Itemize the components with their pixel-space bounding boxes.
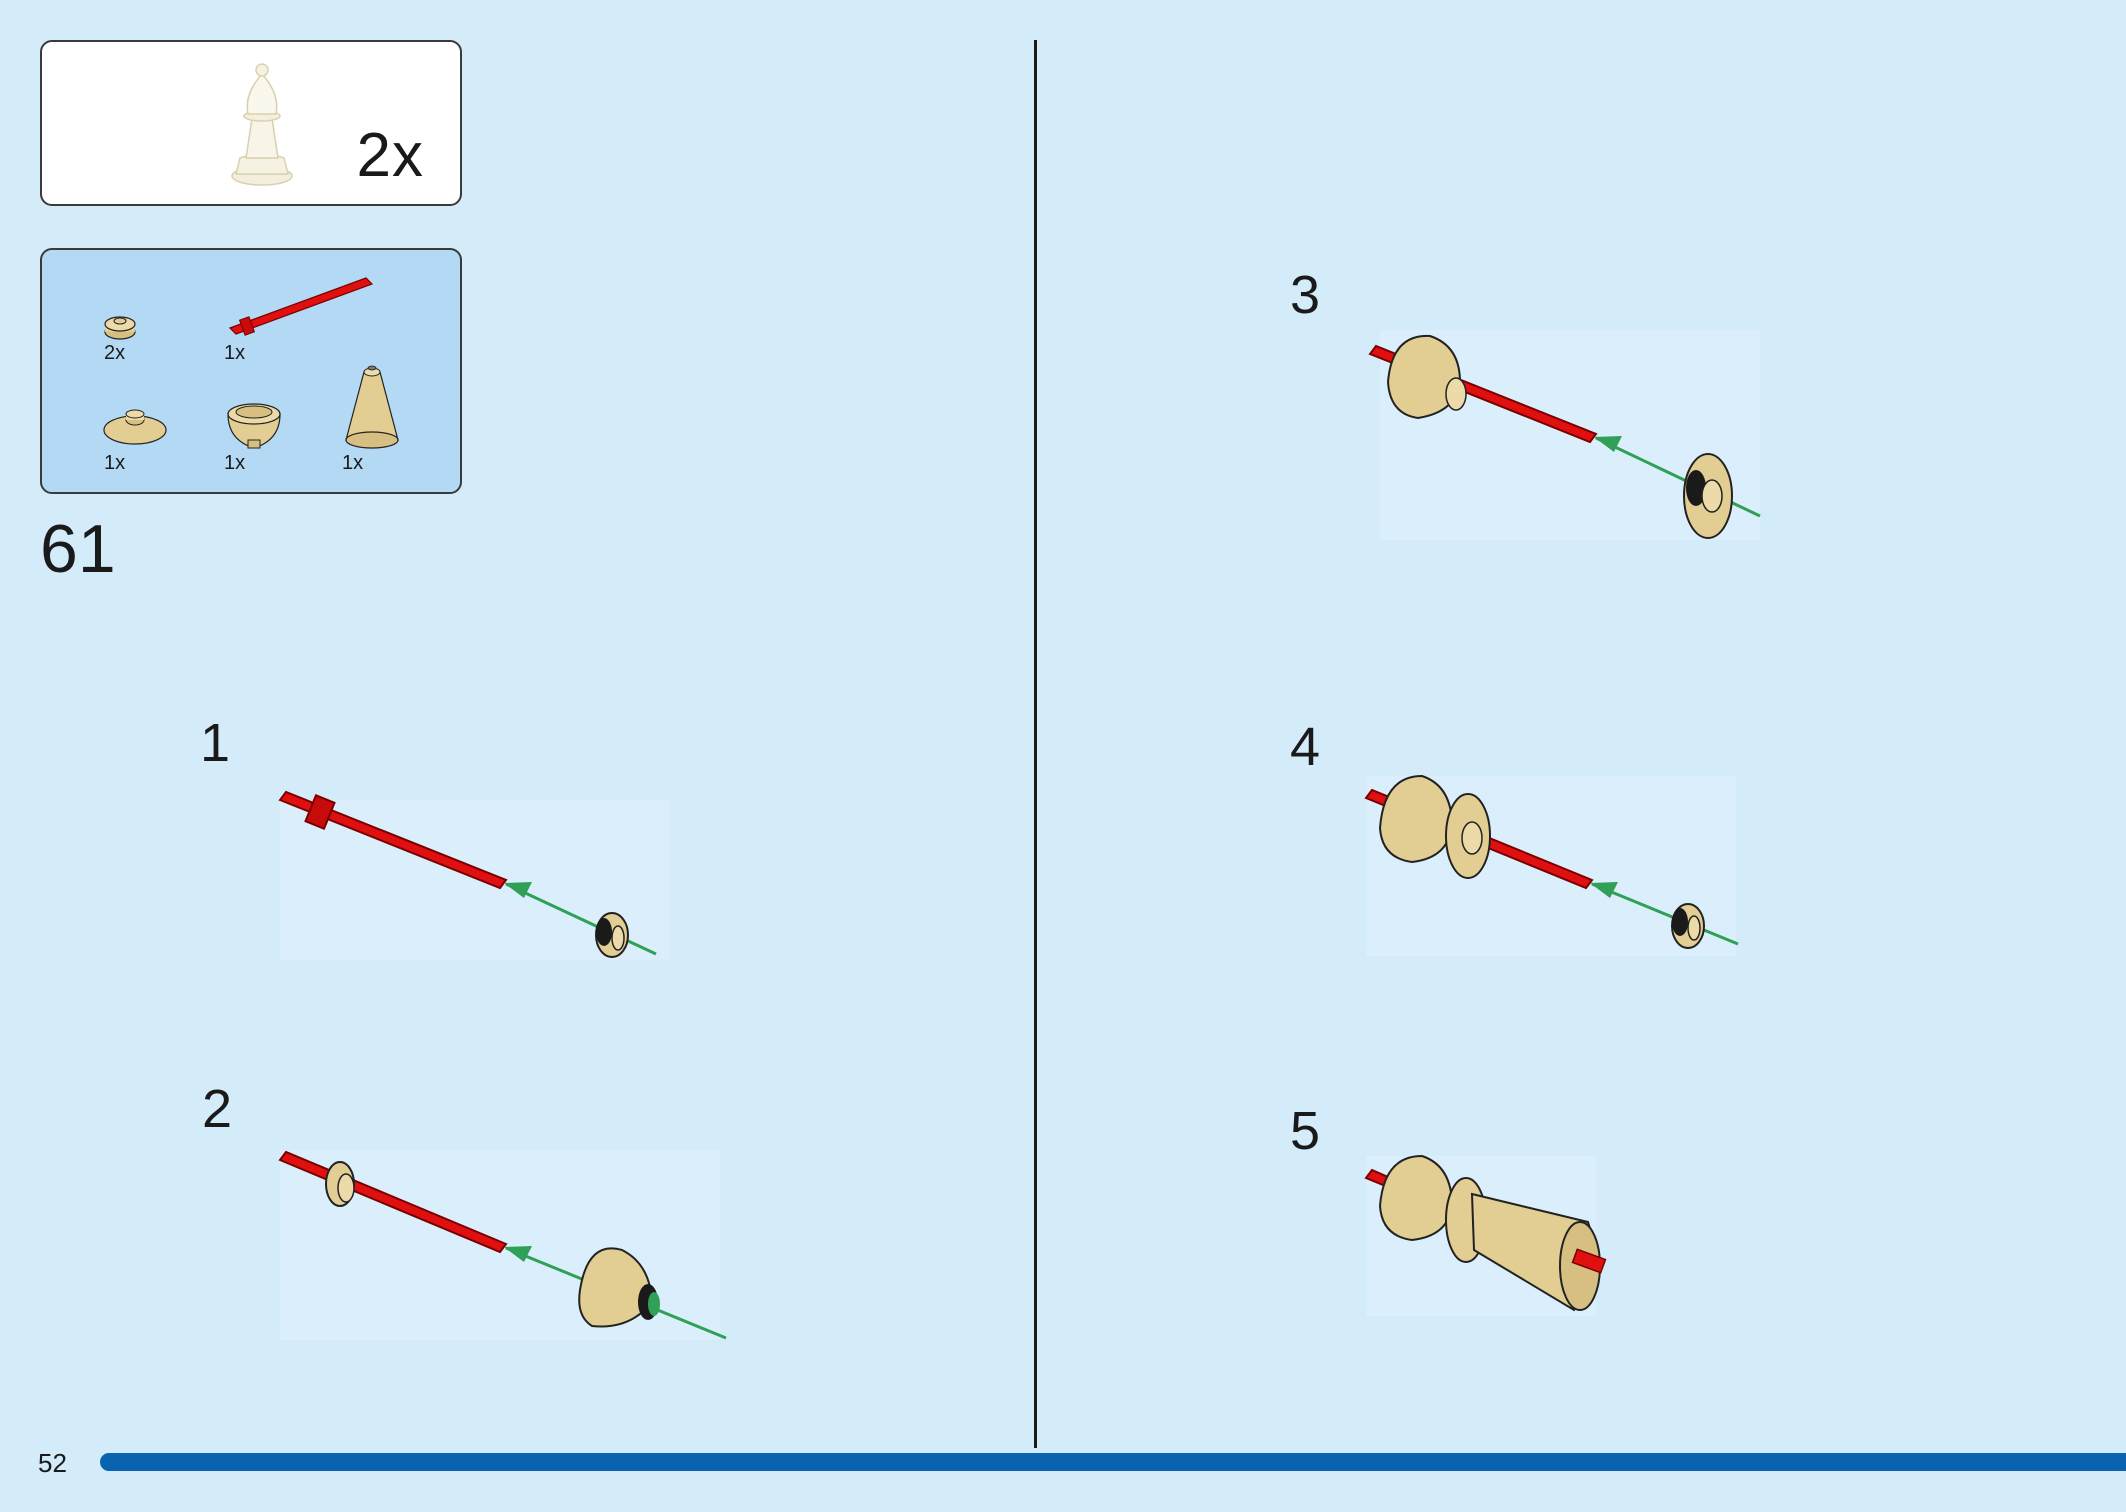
substep-number-2: 2: [202, 1079, 233, 1139]
progress-bar: [100, 1453, 2126, 1471]
part-qty: 1x: [342, 452, 364, 474]
substep-5-illustration: [1364, 1154, 1607, 1316]
page-divider: [1034, 40, 1037, 1448]
callout-box: 2x: [40, 40, 462, 206]
substep-number-3: 3: [1290, 265, 1321, 325]
step-number: 61: [40, 511, 116, 587]
tan-round-brick-icon: [227, 403, 281, 449]
part-qty: 1x: [224, 342, 246, 364]
substep-1-illustration: [278, 790, 670, 960]
substep-3-illustration: [1368, 330, 1761, 540]
white-bishop-icon: [231, 63, 293, 186]
parts-list-box: 2x 1x 1x 1x 1x: [40, 248, 462, 494]
green-arrow-icon: [504, 882, 532, 898]
red-axle-icon: [228, 277, 374, 336]
substep-number-4: 4: [1290, 717, 1321, 777]
substep-4-illustration: [1364, 774, 1739, 956]
substep-2-illustration: [278, 1150, 727, 1340]
tan-cone-icon: [345, 365, 399, 449]
part-qty: 1x: [104, 452, 126, 474]
tan-round-plate-icon: [104, 316, 136, 340]
part-qty: 2x: [104, 342, 126, 364]
part-qty: 1x: [224, 452, 246, 474]
substep-number-1: 1: [200, 713, 231, 773]
page-number: 52: [38, 1448, 67, 1478]
tan-dish-icon: [103, 409, 167, 445]
callout-count: 2x: [356, 121, 424, 190]
substep-number-5: 5: [1290, 1101, 1321, 1161]
